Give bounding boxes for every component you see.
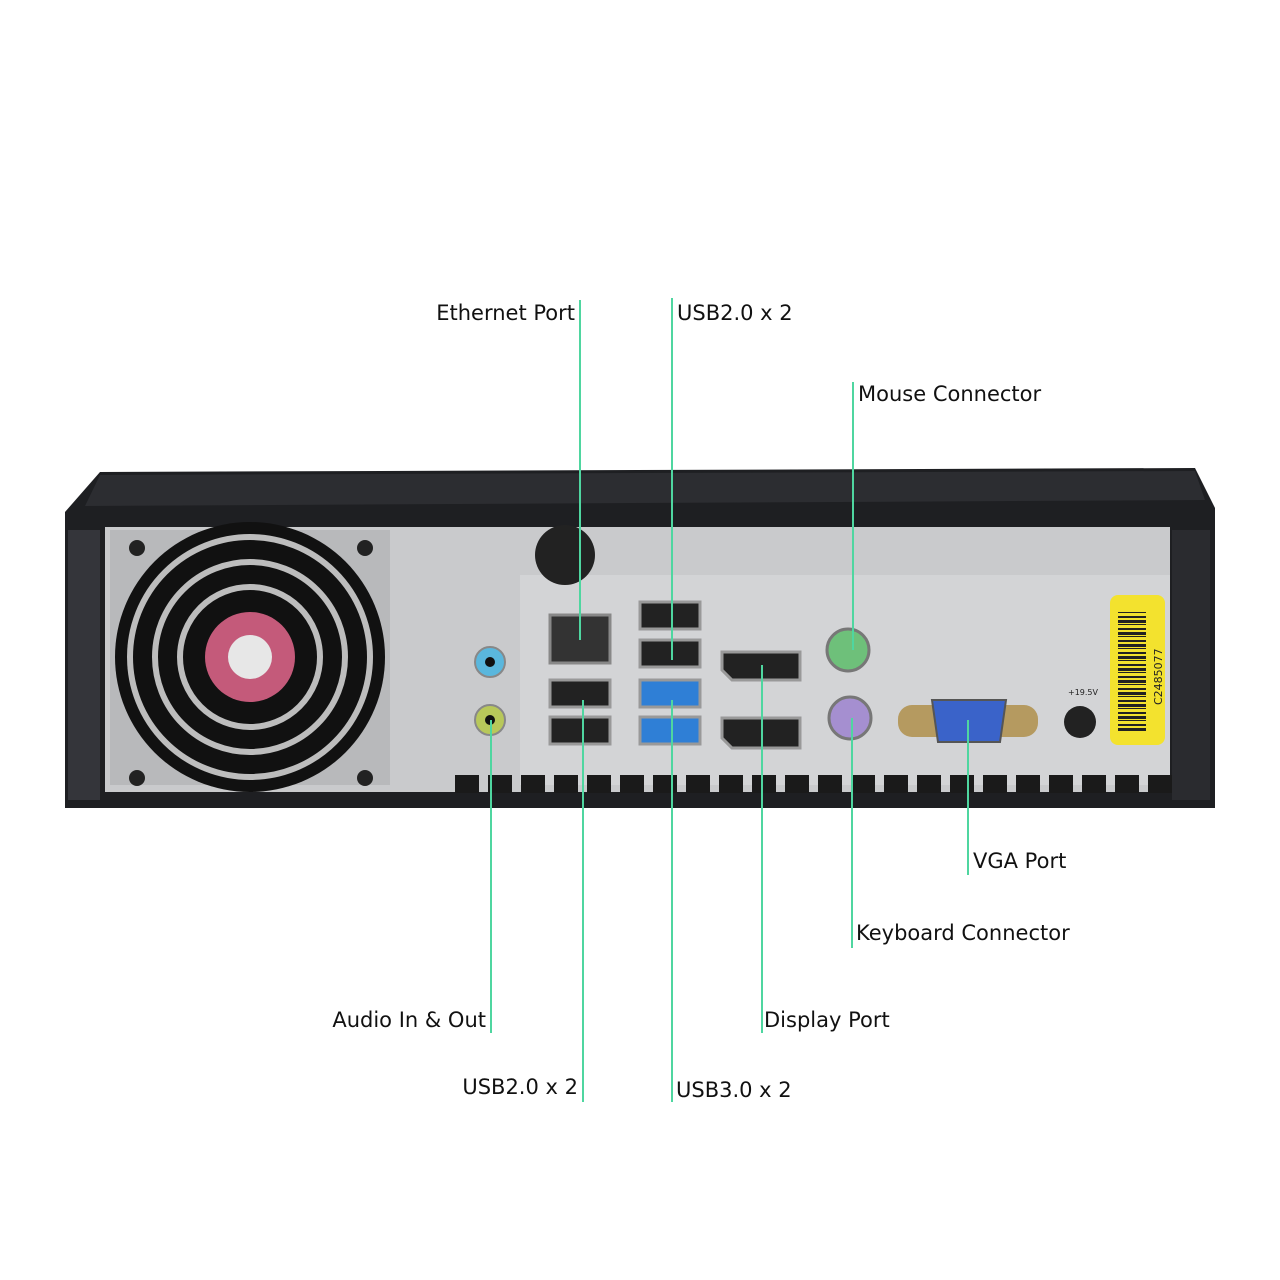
vent-slot bbox=[488, 775, 512, 793]
vent-slot bbox=[455, 775, 479, 793]
usb3-port-1[interactable] bbox=[638, 678, 702, 709]
barcode-bar bbox=[1118, 708, 1146, 709]
vent-slot bbox=[686, 775, 710, 793]
vent-slot bbox=[752, 775, 776, 793]
vent-slot bbox=[719, 775, 743, 793]
barcode-bar bbox=[1118, 672, 1146, 673]
barcode-bar bbox=[1118, 644, 1146, 647]
chassis-side-right bbox=[1172, 530, 1210, 800]
vent-slot bbox=[851, 775, 875, 793]
usb2-port-bottom-2[interactable] bbox=[548, 715, 612, 746]
label-usb2-top: USB2.0 x 2 bbox=[677, 301, 793, 325]
asset-tag-number: C2485077 bbox=[1152, 648, 1165, 705]
vent-slot bbox=[521, 775, 545, 793]
barcode-bar bbox=[1118, 668, 1146, 671]
barcode-bar bbox=[1118, 720, 1146, 721]
barcode-bar bbox=[1118, 640, 1146, 642]
barcode-bar bbox=[1118, 628, 1146, 630]
barcode-bar bbox=[1118, 724, 1146, 726]
barcode-bar bbox=[1118, 696, 1146, 697]
barcode-bar bbox=[1118, 648, 1146, 649]
panel-raised bbox=[520, 575, 1170, 785]
vent-slots bbox=[455, 775, 1172, 793]
vent-slot bbox=[1049, 775, 1073, 793]
barcode-bar bbox=[1118, 612, 1146, 613]
thumbscrew[interactable] bbox=[535, 525, 595, 585]
barcode-bar bbox=[1118, 632, 1146, 635]
barcode-bar bbox=[1118, 728, 1146, 731]
barcode-bar bbox=[1118, 700, 1146, 702]
barcode-bar bbox=[1118, 712, 1146, 714]
usb2-port-top-1[interactable] bbox=[638, 600, 702, 631]
barcode-bar bbox=[1118, 716, 1146, 719]
vent-slot bbox=[587, 775, 611, 793]
barcode-bar bbox=[1118, 652, 1146, 654]
vent-slot bbox=[1016, 775, 1040, 793]
vent-slot bbox=[620, 775, 644, 793]
chassis-top-edge bbox=[85, 471, 1205, 506]
barcode-bar bbox=[1118, 664, 1146, 666]
vent-slot bbox=[884, 775, 908, 793]
vent-slot bbox=[785, 775, 809, 793]
vent-slot bbox=[917, 775, 941, 793]
barcode-bar bbox=[1118, 676, 1146, 678]
label-ethernet-port: Ethernet Port bbox=[436, 301, 575, 325]
usb2-port-bottom-1[interactable] bbox=[548, 678, 612, 709]
label-audio: Audio In & Out bbox=[332, 1008, 486, 1032]
barcode-bar bbox=[1118, 704, 1146, 707]
barcode-bar bbox=[1118, 620, 1146, 623]
label-usb3: USB3.0 x 2 bbox=[676, 1078, 792, 1102]
vent-slot bbox=[950, 775, 974, 793]
usb2-port-top-2[interactable] bbox=[638, 638, 702, 669]
jack-hole bbox=[485, 657, 495, 667]
fan bbox=[110, 522, 390, 792]
vent-slot bbox=[1082, 775, 1106, 793]
barcode-bar bbox=[1118, 636, 1146, 637]
usb3-port-2[interactable] bbox=[638, 715, 702, 746]
vent-slot bbox=[554, 775, 578, 793]
power-label: +19.5V bbox=[1068, 688, 1099, 697]
vent-slot bbox=[818, 775, 842, 793]
vent-slot bbox=[1115, 775, 1139, 793]
vent-slot bbox=[653, 775, 677, 793]
label-display-port: Display Port bbox=[764, 1008, 890, 1032]
barcode-bar bbox=[1118, 688, 1146, 690]
vent-slot bbox=[983, 775, 1007, 793]
callout-lines bbox=[490, 298, 969, 1102]
barcode-bar bbox=[1118, 656, 1146, 659]
barcode-bar bbox=[1118, 660, 1146, 661]
power-jack[interactable] bbox=[1064, 706, 1096, 738]
vent-slot bbox=[1148, 775, 1172, 793]
barcode-bar bbox=[1118, 624, 1146, 625]
label-mouse-connector: Mouse Connector bbox=[858, 382, 1042, 406]
label-vga-port: VGA Port bbox=[973, 849, 1067, 873]
barcode-bar bbox=[1118, 616, 1146, 618]
barcode-bar bbox=[1118, 684, 1146, 685]
label-keyboard-connector: Keyboard Connector bbox=[856, 921, 1070, 945]
barcode-bar bbox=[1118, 692, 1146, 695]
keyboard-ps2-port[interactable] bbox=[827, 695, 873, 741]
barcode-bar bbox=[1118, 680, 1146, 683]
label-usb2-bottom: USB2.0 x 2 bbox=[462, 1075, 578, 1099]
chassis-side-left bbox=[68, 530, 100, 800]
mouse-ps2-port[interactable] bbox=[825, 627, 871, 673]
barcode bbox=[1118, 612, 1146, 731]
